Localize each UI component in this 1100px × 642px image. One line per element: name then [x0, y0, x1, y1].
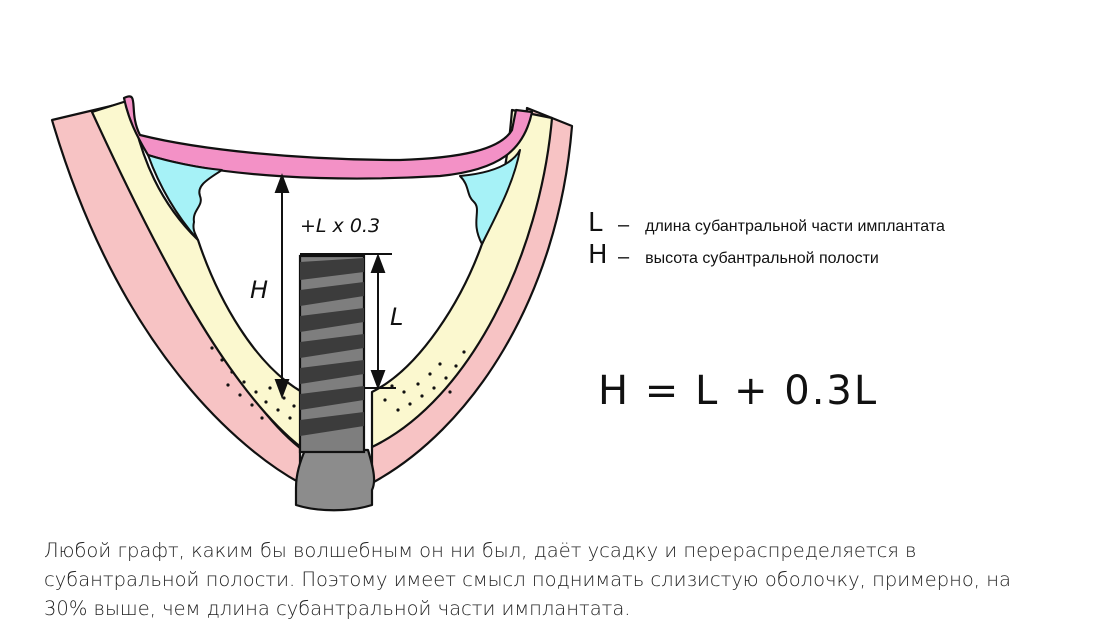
- fluid-right: [459, 149, 521, 245]
- sinus-lift-diagram: +L x 0.3 H L: [50, 95, 574, 512]
- legend-row-h: H – высота субантральной полости: [588, 240, 879, 270]
- abutment: [294, 448, 376, 512]
- legend-symbol: H: [588, 240, 608, 270]
- legend-text: высота субантральной полости: [645, 250, 879, 267]
- legend-row-l: L – длина субантральной части имплантата: [588, 208, 945, 238]
- h-arrow: [274, 173, 290, 399]
- caption: Любой графт, каким бы волшебным он ни бы…: [44, 539, 1011, 620]
- legend-text: длина субантральной части имплантата: [645, 218, 945, 235]
- legend-symbol: L: [588, 208, 603, 238]
- l-arrow: [300, 253, 396, 390]
- height-label: H: [250, 276, 268, 304]
- length-label: L: [390, 303, 403, 331]
- fluid-left: [147, 154, 223, 241]
- legend-dash: –: [618, 246, 630, 268]
- formula: H = L + 0.3L: [598, 368, 879, 414]
- legend-dash: –: [618, 214, 630, 236]
- implant-extension-label: +L x 0.3: [300, 215, 380, 237]
- bone-dots: [210, 346, 466, 420]
- implant-threads: [300, 258, 364, 436]
